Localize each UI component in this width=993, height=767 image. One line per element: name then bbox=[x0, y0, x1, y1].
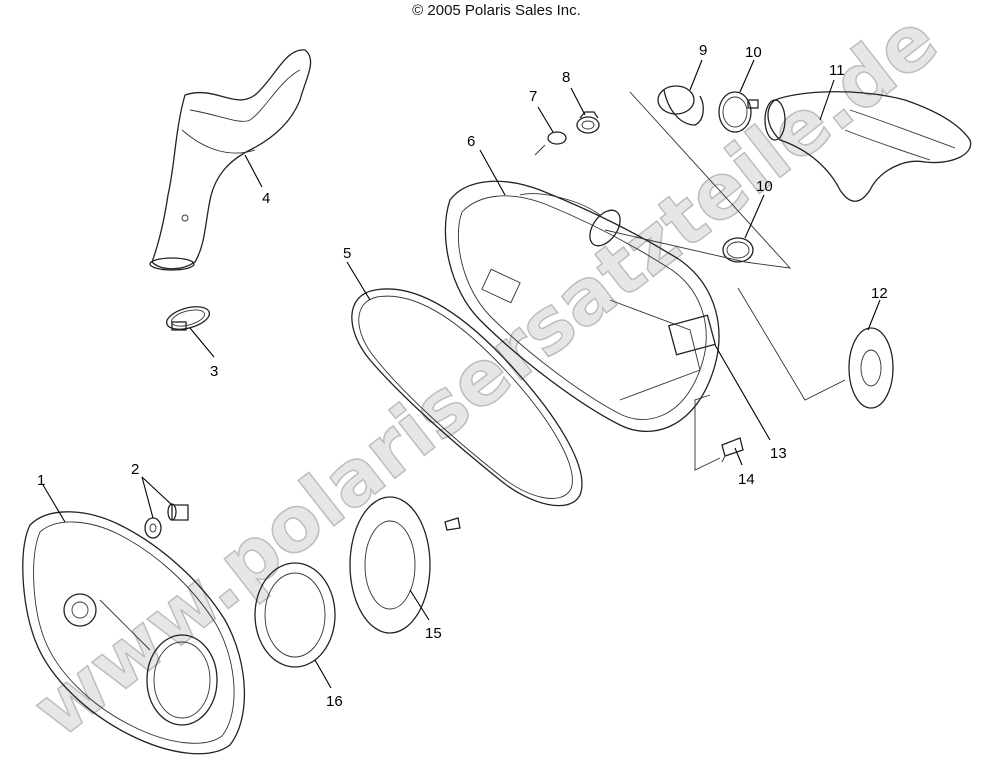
part-7-o-ring bbox=[547, 131, 567, 145]
part-11-exhaust-duct bbox=[764, 91, 972, 202]
callout-7: 7 bbox=[529, 88, 537, 105]
callout-3: 3 bbox=[210, 363, 218, 380]
part-8-plug bbox=[576, 111, 600, 134]
callout-4: 4 bbox=[262, 190, 270, 207]
callout-11: 11 bbox=[829, 62, 845, 79]
part-3-hose-clamp bbox=[165, 306, 211, 331]
part-10a-clamp bbox=[718, 91, 759, 133]
watermark-text: www.polarisersatzteile.de bbox=[16, 0, 953, 754]
part-2-bolt-washer bbox=[144, 503, 189, 539]
part-16-seal bbox=[254, 562, 336, 668]
callout-10b: 10 bbox=[756, 178, 773, 195]
part-1-outer-cover bbox=[22, 511, 246, 755]
callout-16: 16 bbox=[326, 693, 343, 710]
frame-line-upper bbox=[604, 91, 792, 269]
frame-line-7 bbox=[534, 144, 546, 156]
part-12-gasket bbox=[848, 327, 894, 409]
callout-15: 15 bbox=[425, 625, 442, 642]
part-9-boot bbox=[657, 85, 704, 126]
part-10b-clamp bbox=[722, 237, 754, 263]
part-4-intake-duct bbox=[149, 49, 312, 271]
part-15-seal-plate bbox=[349, 496, 431, 634]
callout-6: 6 bbox=[467, 133, 475, 150]
callout-8: 8 bbox=[562, 69, 570, 86]
callout-14: 14 bbox=[738, 471, 755, 488]
part-5-drive-belt bbox=[351, 288, 583, 507]
small-screw bbox=[444, 517, 461, 531]
leader-lines bbox=[42, 59, 881, 689]
frame-line-right bbox=[737, 287, 846, 401]
copyright-text: © 2005 Polaris Sales Inc. bbox=[412, 2, 581, 19]
callout-2: 2 bbox=[131, 461, 139, 478]
callout-5: 5 bbox=[343, 245, 351, 262]
callout-1: 1 bbox=[37, 472, 45, 489]
part-14-screw bbox=[721, 437, 744, 463]
callout-12: 12 bbox=[871, 285, 888, 302]
frame-line-lower bbox=[694, 394, 721, 471]
part-13-pad bbox=[668, 314, 716, 356]
callout-10a: 10 bbox=[745, 44, 762, 61]
callout-13: 13 bbox=[770, 445, 787, 462]
callout-9: 9 bbox=[699, 42, 707, 59]
